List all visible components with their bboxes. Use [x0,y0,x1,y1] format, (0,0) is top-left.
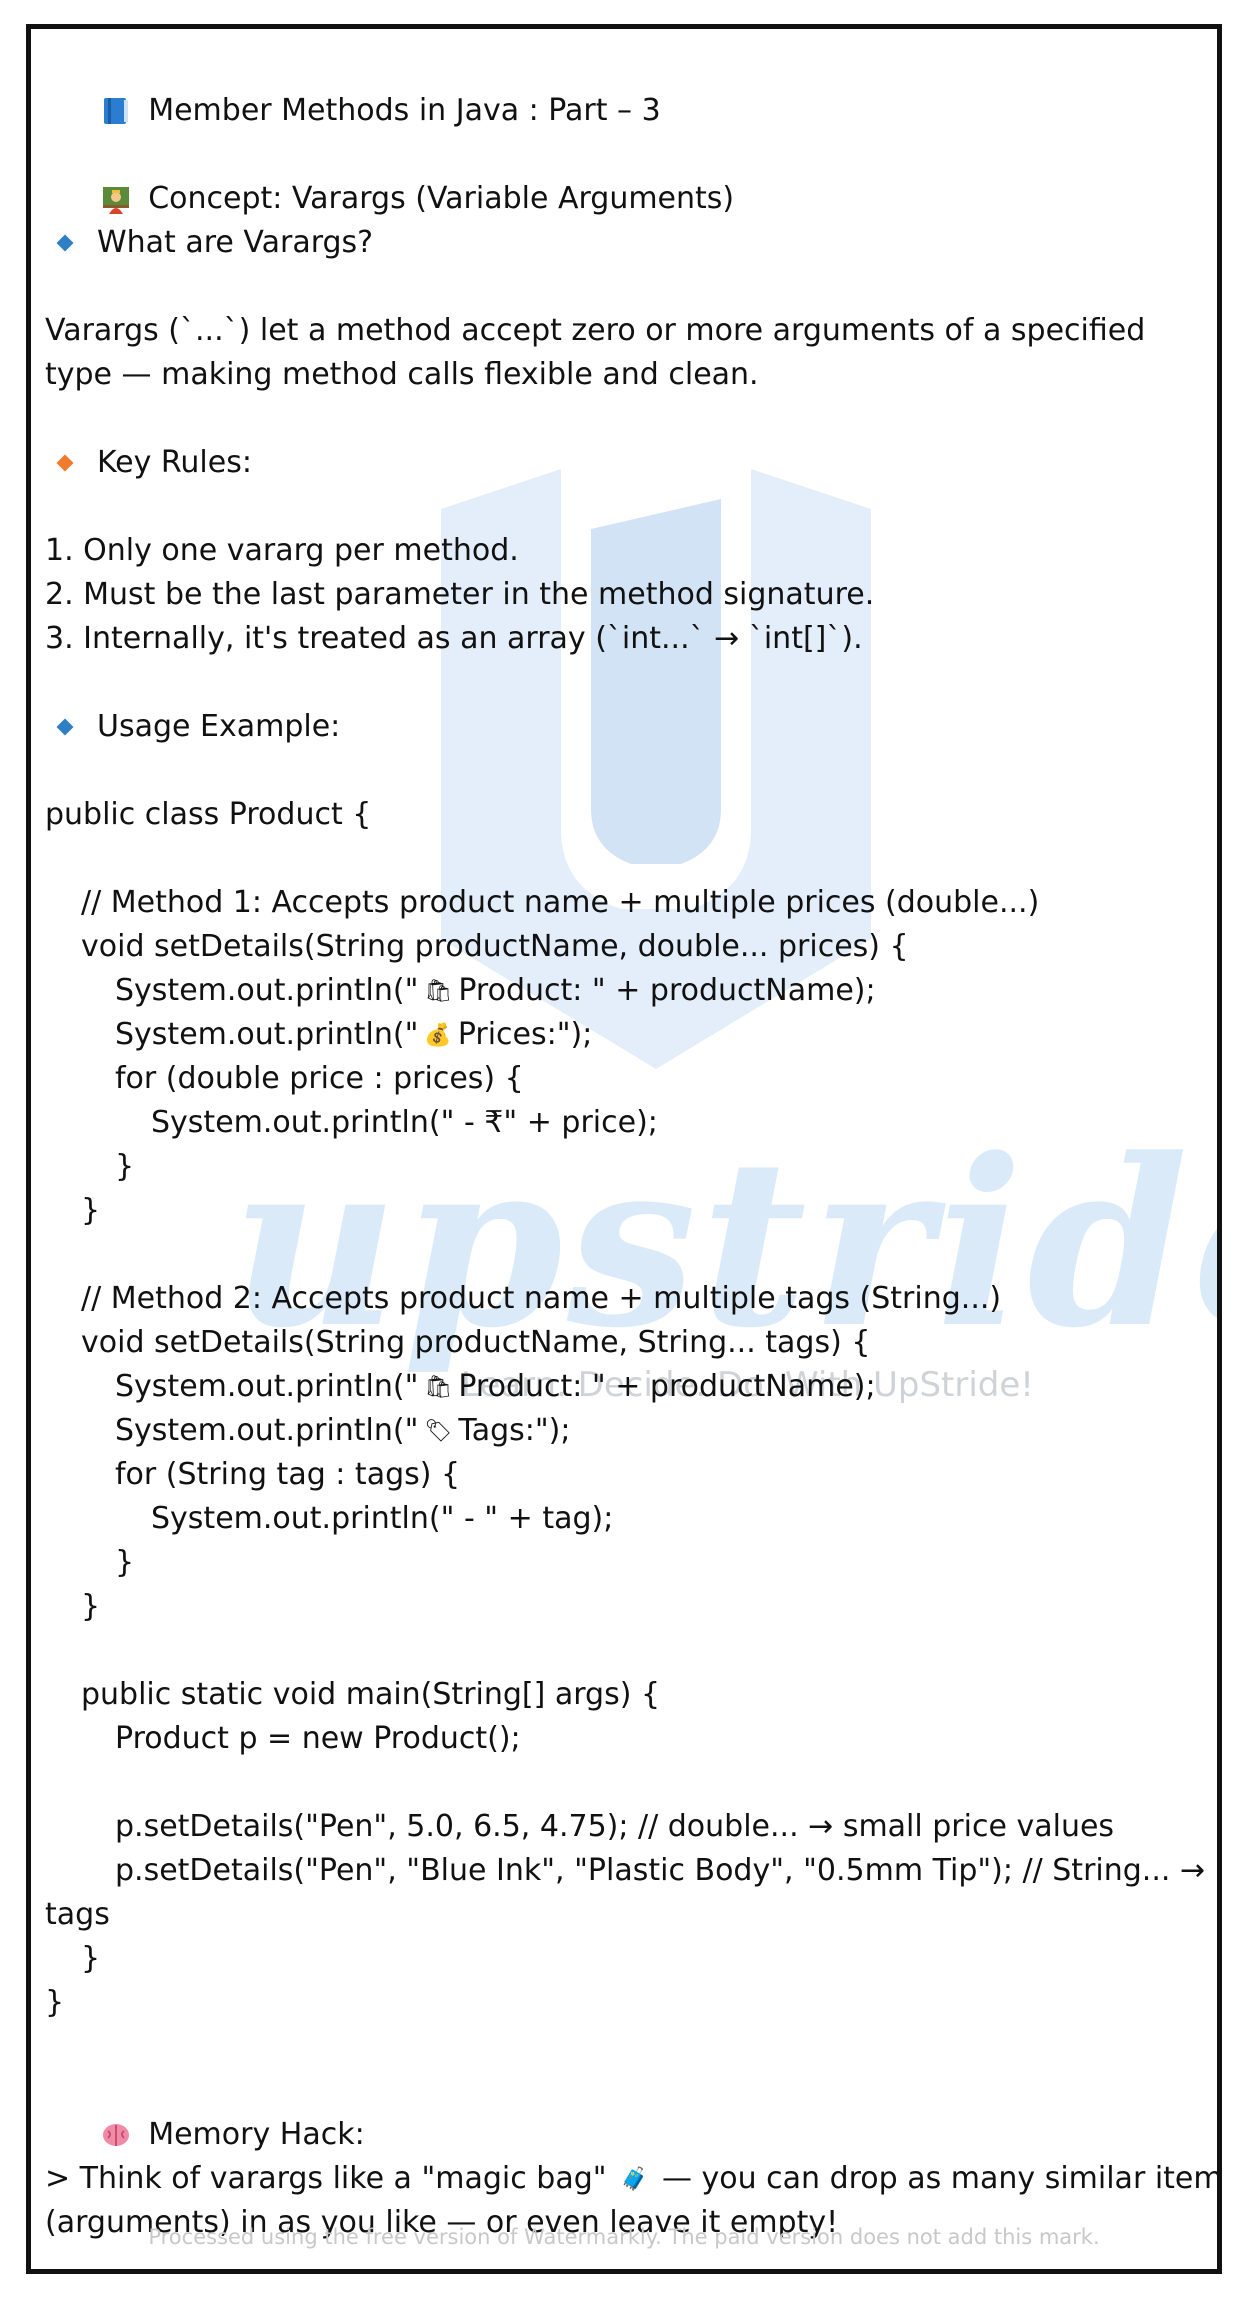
code-line: } [81,1941,101,1976]
luggage-icon: 🧳 [620,2167,648,2192]
watermark-tagline: Learn. Decide. Do. With UpStride! [461,1365,1034,1405]
what-heading: What are Varargs? [45,221,1205,265]
money-bag-icon: 💰 [424,1023,452,1048]
shopping-bags-icon: 🛍 [424,979,453,1004]
code-line: } [115,1545,135,1580]
shopping-bags-icon: 🛍 [424,1375,453,1400]
rule-item: 2. Must be the last parameter in the met… [45,577,875,612]
code-line: System.out.println("💰Prices:"); [45,1013,1205,1057]
document-content: Member Methods in Java : Part – 3 Concep… [45,45,1217,2245]
code-line: for (double price : prices) { [115,1061,524,1096]
code-line: System.out.println("🛍Product: " + produc… [45,1365,1205,1409]
memory-body-line: (arguments) in as you like — or even lea… [45,2205,839,2240]
concept-heading-text: Concept: Varargs (Variable Arguments) [148,181,735,216]
memory-fragment: — you can drop as many similar items [661,2161,1222,2196]
watermark-footer: Processed using the free version of Wate… [148,2225,1100,2249]
code-line: void setDetails(String productName, doub… [81,929,909,964]
what-heading-text: What are Varargs? [97,225,374,260]
code-line: System.out.println(" - " + tag); [151,1501,614,1536]
code-fragment: System.out.println(" [115,1017,419,1052]
memory-body-line: > Think of varargs like a "magic bag"🧳— … [45,2157,1217,2201]
code-line: public static void main(String[] args) { [81,1677,661,1712]
doc-title: Member Methods in Java : Part – 3 [45,45,1205,128]
doc-title-text: Member Methods in Java : Part – 3 [148,93,661,128]
code-fragment: Prices:"); [457,1017,593,1052]
teacher-icon [103,187,130,214]
rule-item: 3. Internally, it's treated as an array … [45,621,863,656]
code-fragment: System.out.println(" [115,1369,419,1404]
concept-heading: Concept: Varargs (Variable Arguments) [45,133,1205,216]
code-fragment: Product: " + productName); [458,1369,876,1404]
blue-book-icon [104,98,129,124]
blue-diamond-icon [56,718,74,736]
code-line: } [115,1149,135,1184]
code-line: void setDetails(String productName, Stri… [81,1325,871,1360]
code-line: // Method 2: Accepts product name + mult… [81,1281,1002,1316]
watermark-shield-logo [441,469,871,1069]
brain-icon [103,2124,130,2146]
orange-diamond-icon [56,454,74,472]
what-body-line: Varargs (`...`) let a method accept zero… [45,313,1146,348]
memory-heading: Memory Hack: [45,2069,1205,2152]
watermark-brand-text: upstride [231,1109,1217,1379]
code-line: p.setDetails("Pen", "Blue Ink", "Plastic… [115,1853,1206,1888]
code-line: tags [45,1897,110,1932]
code-line: Product p = new Product(); [115,1721,521,1756]
code-line: System.out.println("🏷Tags:"); [45,1409,1205,1453]
code-fragment: System.out.println(" [115,1413,419,1448]
usage-heading: Usage Example: [45,705,1205,749]
rule-item: 1. Only one vararg per method. [45,533,519,568]
rules-heading: Key Rules: [45,441,1205,485]
memory-fragment: > Think of varargs like a "magic bag" [45,2161,607,2196]
memory-heading-text: Memory Hack: [148,2117,365,2152]
code-fragment: System.out.println(" [115,973,419,1008]
code-line: p.setDetails("Pen", 5.0, 6.5, 4.75); // … [115,1809,1115,1844]
code-line: // Method 1: Accepts product name + mult… [81,885,1040,920]
code-fragment: Product: " + productName); [458,973,876,1008]
code-line: } [81,1589,101,1624]
code-line: for (String tag : tags) { [115,1457,461,1492]
code-line: } [81,1193,101,1228]
label-tag-icon: 🏷 [424,1419,453,1444]
blue-diamond-icon [56,234,74,252]
document-frame: upstride Learn. Decide. Do. With UpStrid… [26,24,1222,2274]
code-line: public class Product { [45,797,372,832]
code-line: System.out.println(" - ₹" + price); [151,1105,658,1140]
code-line: System.out.println("🛍Product: " + produc… [45,969,1205,1013]
code-fragment: Tags:"); [458,1413,571,1448]
usage-heading-text: Usage Example: [97,709,341,744]
rules-heading-text: Key Rules: [97,445,252,480]
code-line: } [45,1985,65,2020]
what-body-line: type — making method calls flexible and … [45,357,759,392]
